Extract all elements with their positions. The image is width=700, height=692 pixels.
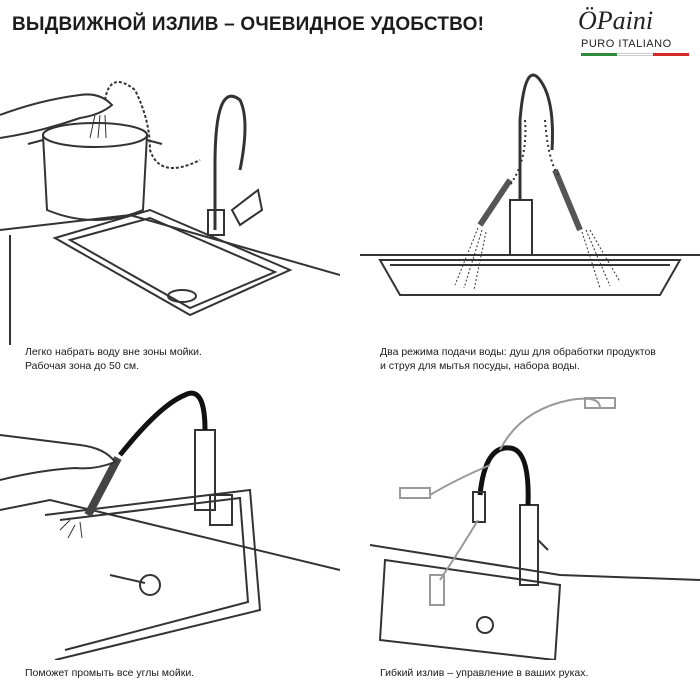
panel-fill-outside: Легко набрать воду вне зоны мойки. Рабоч…	[0, 60, 340, 372]
illustration-pot-filling	[0, 81, 340, 345]
caption-line-1: Поможет промыть все углы мойки.	[25, 667, 195, 679]
caption-rinse-corners: Поможет промыть все углы мойки.	[25, 666, 194, 680]
caption-two-modes: Два режима подачи воды: душ для обработк…	[380, 345, 656, 373]
flag-green	[581, 53, 617, 56]
caption-line-1: Легко набрать воду вне зоны мойки.	[25, 346, 202, 358]
panel-two-modes: Два режима подачи воды: душ для обработк…	[360, 60, 700, 372]
caption-flexible-spout: Гибкий излив – управление в ваших руках.	[380, 666, 588, 680]
caption-line-1: Гибкий излив – управление в ваших руках.	[380, 667, 589, 679]
illustration-rinse-corners	[0, 390, 340, 660]
panel-flexible-spout: Гибкий излив – управление в ваших руках.	[360, 370, 700, 679]
brand-name: ÖPaini	[578, 6, 654, 35]
brand-logo: ÖPaini PURO ITALIANO	[578, 6, 690, 56]
caption-line-2: и струя для мытья посуды, набора воды.	[380, 360, 580, 372]
panel-rinse-corners: Поможет промыть все углы мойки.	[0, 370, 340, 679]
flag-red	[653, 53, 689, 56]
headline: ВЫДВИЖНОЙ ИЗЛИВ – ОЧЕВИДНОЕ УДОБСТВО!	[12, 14, 485, 35]
flag-white	[617, 53, 653, 56]
illustration-two-modes	[360, 73, 700, 296]
brand-tagline: PURO ITALIANO	[581, 38, 672, 50]
caption-line-2: Рабочая зона до 50 см.	[25, 360, 139, 372]
caption-line-1: Два режима подачи воды: душ для обработк…	[380, 346, 656, 358]
illustration-flexible-spout	[369, 397, 700, 660]
caption-fill-outside: Легко набрать воду вне зоны мойки. Рабоч…	[25, 345, 202, 373]
italian-flag-stripe	[581, 53, 689, 56]
